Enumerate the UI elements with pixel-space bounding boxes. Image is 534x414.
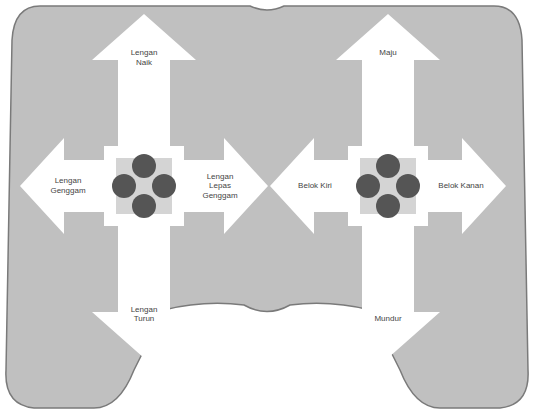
arrow-label: Maju xyxy=(368,48,408,58)
arrow-shape xyxy=(336,14,440,148)
direction-arrow: Belok Kiri xyxy=(270,138,350,234)
arrow-label: Belok Kiri xyxy=(289,181,341,191)
direction-arrow: Maju xyxy=(336,14,440,148)
arrow-shape xyxy=(336,224,440,358)
arrow-label: Lengan Naik xyxy=(124,48,164,67)
arrow-label: Mundur xyxy=(368,314,408,324)
arrow-label: Lengan Genggam xyxy=(48,176,88,195)
direction-arrow: Lengan Lepas Genggam xyxy=(182,138,268,234)
arrow-label: Lengan Turun xyxy=(124,305,164,324)
direction-arrow: Belok Kanan xyxy=(426,138,506,234)
direction-arrow: Lengan Turun xyxy=(92,224,196,358)
controller-outline xyxy=(6,6,528,408)
arrow-label: Belok Kanan xyxy=(433,181,489,191)
right-dpad-center xyxy=(348,146,428,226)
arrow-label: Lengan Lepas Genggam xyxy=(200,172,240,201)
direction-arrow: Mundur xyxy=(336,224,440,358)
arrow-shape xyxy=(92,14,196,148)
direction-arrow: Lengan Naik xyxy=(92,14,196,148)
arrow-shape xyxy=(92,224,196,358)
left-dpad-center xyxy=(104,146,184,226)
direction-arrow: Lengan Genggam xyxy=(20,138,106,234)
